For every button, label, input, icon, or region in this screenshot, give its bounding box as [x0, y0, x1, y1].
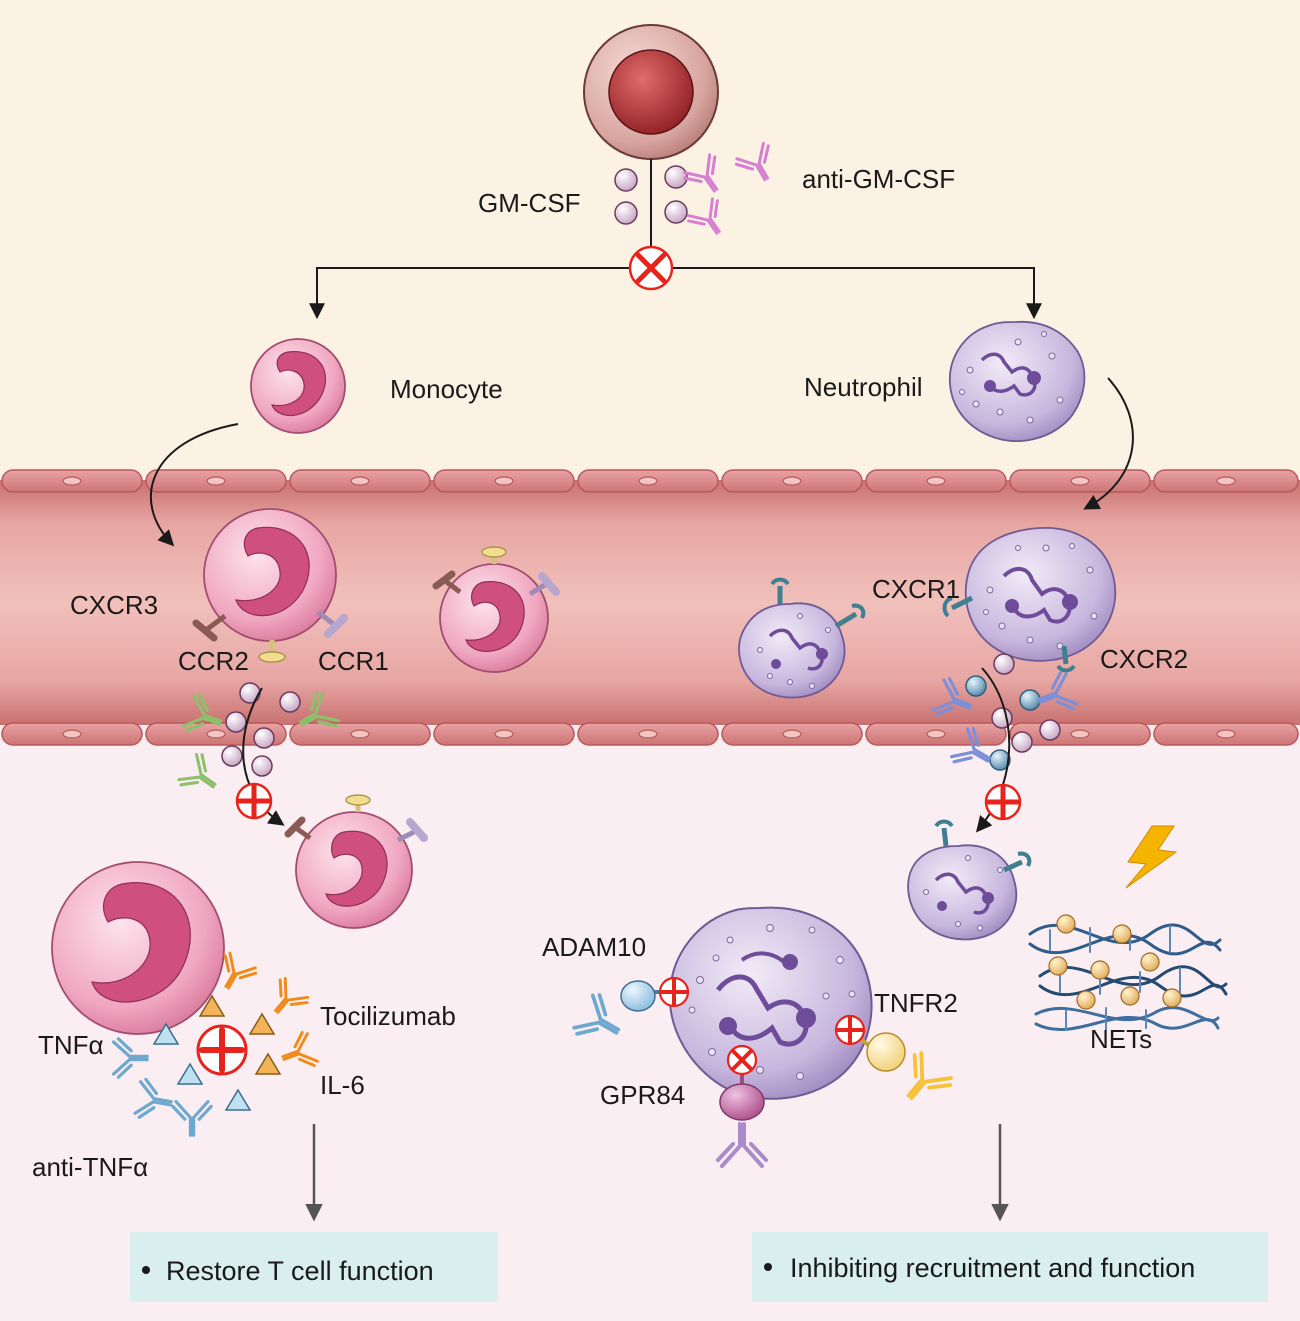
lightning-icon: [1125, 825, 1178, 889]
nets-granules: [1048, 914, 1182, 1010]
neutrophil-cell: [949, 321, 1086, 442]
label-tnfr2: TNFR2: [874, 988, 958, 1018]
il6-molecules: [198, 994, 282, 1075]
monocyte-cytokine-producing: [51, 861, 225, 1035]
monocyte-cell: [250, 338, 346, 434]
neutrophil-large-tissue: [668, 906, 873, 1100]
inhibition-icon: [628, 245, 674, 291]
monocyte-entry-arrow: [149, 423, 239, 547]
label-anti-tnfa: anti-TNFα: [32, 1152, 148, 1182]
label-adam10: ADAM10: [542, 932, 646, 962]
monocyte-chemokines: [221, 682, 301, 777]
label-il6: IL-6: [320, 1070, 365, 1100]
vessel-wall-bottom: [1, 722, 1299, 746]
cxcr3-receptor: [192, 613, 227, 642]
neutrophil-entry-arrow: [1083, 377, 1134, 510]
branch-arrows: [309, 267, 1042, 320]
label-gpr84: GPR84: [600, 1080, 685, 1110]
outcome-box-left: Restore T cell function: [130, 1232, 498, 1302]
inhibition-icon-neutrophil-migration: [984, 783, 1022, 821]
inhibition-icon-cytokines: [196, 1024, 248, 1076]
monocyte-with-receptors: [192, 508, 348, 663]
label-ccr1: CCR1: [318, 646, 389, 676]
inhibition-icon-gpr84: [726, 1044, 758, 1076]
monocyte-small-vessel: [432, 546, 560, 673]
label-cxcr2: CXCR2: [1100, 644, 1188, 674]
label-tnfa: TNFα: [38, 1030, 104, 1060]
label-cxcr3: CXCR3: [70, 590, 158, 620]
label-gmcsf: GM-CSF: [478, 188, 581, 218]
label-ccr2: CCR2: [178, 646, 249, 676]
label-nets: NETs: [1090, 1024, 1152, 1054]
label-monocyte: Monocyte: [390, 374, 503, 404]
progenitor-cell: [583, 24, 719, 160]
neutrophil-small-vessel: [738, 577, 866, 699]
inhibition-icon-adam10: [658, 976, 690, 1008]
outcome-text-right: Inhibiting recruitment and function: [790, 1253, 1195, 1283]
ccr2-receptor: [258, 640, 286, 663]
vessel-wall-top: [1, 469, 1299, 493]
ccr1-receptor: [316, 610, 348, 638]
neutrophil-chemokines: [965, 653, 1061, 771]
monocyte-tissue: [284, 794, 428, 929]
nets-dna: [1028, 923, 1228, 1031]
tnfa-molecules: [152, 1022, 252, 1111]
label-neutrophil: Neutrophil: [804, 372, 923, 402]
outcome-box-right: Inhibiting recruitment and function: [752, 1232, 1268, 1302]
inhibition-icon-monocyte-migration: [235, 782, 273, 820]
outcome-text-left: Restore T cell function: [166, 1256, 434, 1286]
label-anti-gmcsf: anti-GM-CSF: [802, 164, 955, 194]
inhibition-icon-tnfr2: [834, 1014, 866, 1046]
gpr84-receptor: [719, 1068, 765, 1121]
label-cxcr1: CXCR1: [872, 574, 960, 604]
label-tocilizumab: Tocilizumab: [320, 1001, 456, 1031]
neutrophil-large-vessel: [942, 527, 1117, 673]
bottom-background: [0, 720, 1300, 1321]
neutrophil-tissue-small: [907, 819, 1032, 941]
